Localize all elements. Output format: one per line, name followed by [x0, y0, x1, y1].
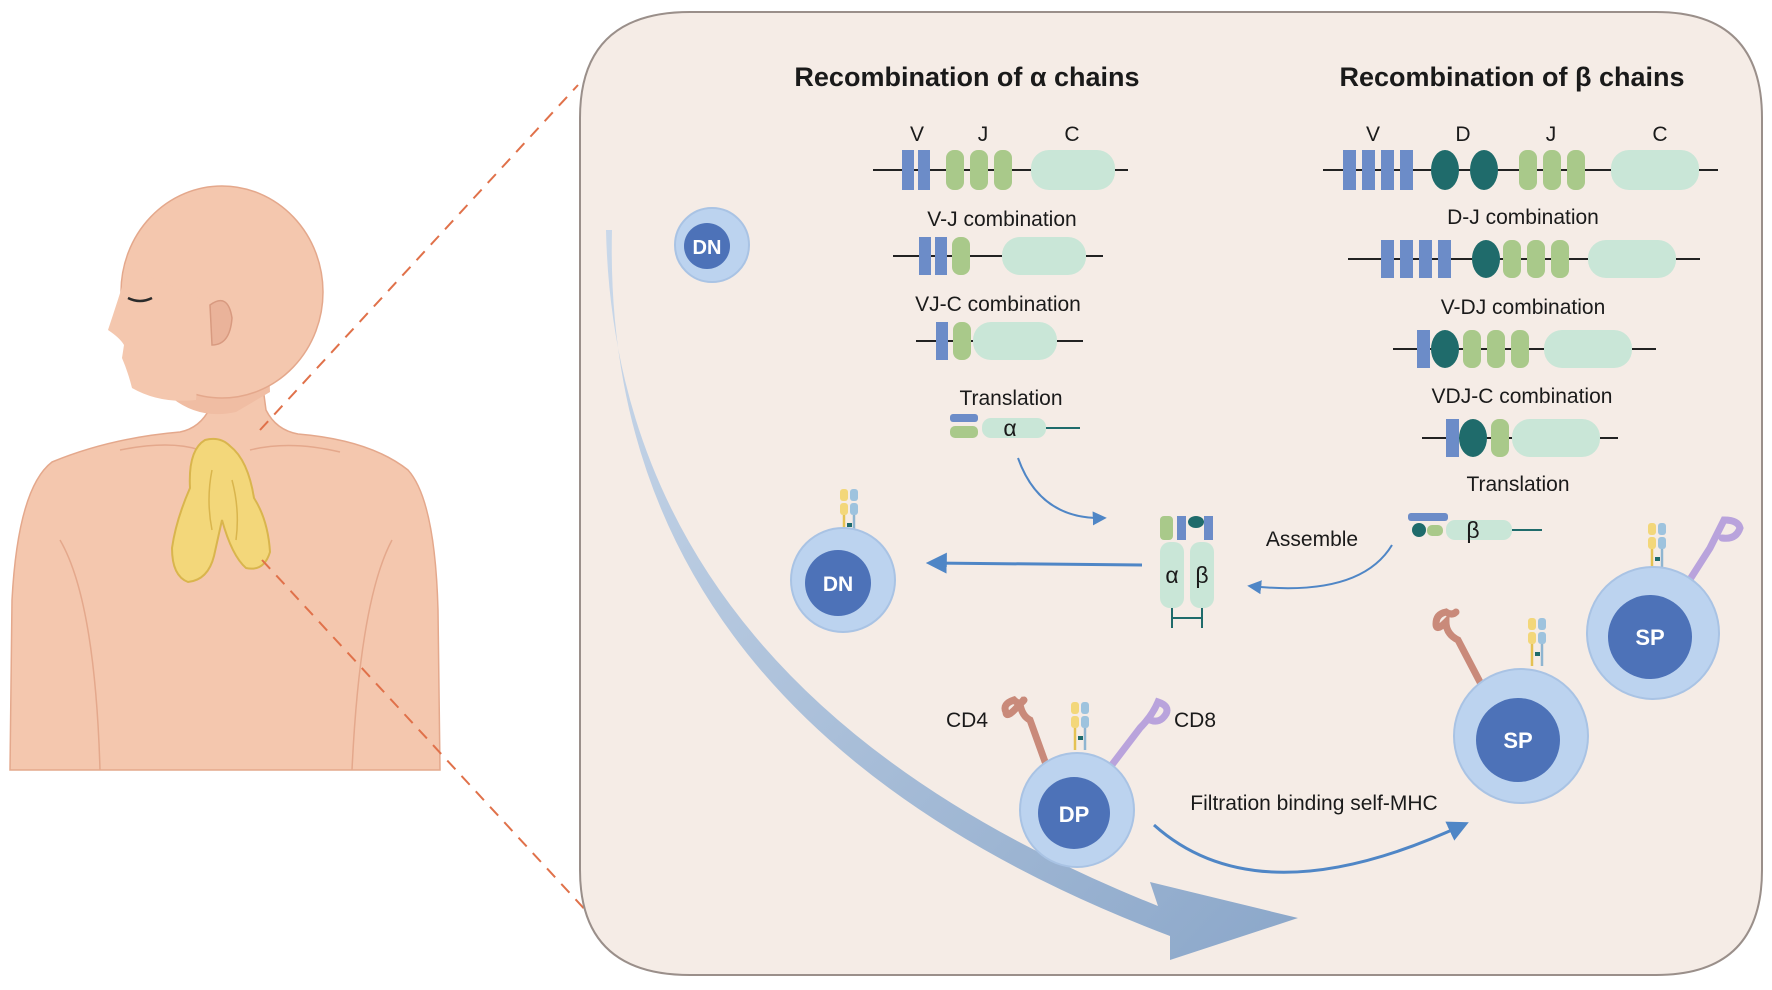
filtration-label: Filtration binding self-MHC — [1190, 792, 1437, 815]
beta-vdjc-gene — [1422, 419, 1618, 457]
alpha-c-label: C — [1064, 123, 1079, 146]
human-figure — [9, 185, 441, 771]
beta-step-vdjc: VDJ-C combination — [1432, 385, 1613, 408]
beta-c-label: C — [1652, 123, 1667, 146]
sp-cell-cd8 — [1586, 516, 1744, 700]
beta-to-receptor-arrow — [1247, 544, 1393, 595]
thymus-icon — [170, 437, 272, 584]
beta-step-dj: D-J combination — [1447, 206, 1599, 229]
alpha-title: Recombination of α chains — [794, 62, 1139, 92]
alpha-step-vjc: VJ-C combination — [915, 293, 1081, 316]
dp-cell-label: DP — [1059, 802, 1090, 827]
dn-cell-tcr — [790, 487, 896, 633]
alpha-v-label: V — [910, 123, 924, 146]
ear-icon — [209, 299, 233, 346]
beta-chain-protein — [1408, 513, 1542, 540]
receptor-to-dn-arrow — [925, 552, 1143, 574]
dp-to-sp-arrow — [1152, 821, 1469, 874]
zoom-line-bottom — [261, 559, 591, 916]
receptor-beta-label: β — [1195, 562, 1208, 588]
beta-v-label: V — [1366, 123, 1380, 146]
cd4-coreceptor-sp — [1432, 608, 1496, 709]
collarbone — [119, 444, 341, 453]
beta-dj-gene — [1348, 240, 1700, 278]
alpha-vj-gene — [893, 237, 1103, 275]
assembled-tcr — [1160, 516, 1214, 628]
sp-cell-cd4-label: SP — [1503, 728, 1532, 753]
assemble-label: Assemble — [1266, 528, 1358, 551]
alpha-j-label: J — [978, 123, 989, 146]
closed-eye-icon — [127, 296, 153, 303]
dn-cell-tcr-label: DN — [823, 573, 853, 596]
beta-vdj-gene — [1393, 330, 1656, 368]
sp-cell-cd4 — [1432, 608, 1589, 804]
alpha-chain-protein — [950, 414, 1080, 438]
beta-d-label: D — [1455, 123, 1470, 146]
alpha-chain-greek: α — [1003, 415, 1016, 441]
thymus-lobe-lines — [208, 469, 239, 541]
human-face — [108, 268, 204, 401]
dn-cell-small-label: DN — [693, 237, 722, 259]
alpha-vjc-gene — [916, 322, 1083, 360]
beta-title: Recombination of β chains — [1339, 62, 1684, 92]
cd8-coreceptor — [1104, 697, 1171, 774]
beta-step-vdj: V-DJ combination — [1441, 296, 1606, 319]
zoom-line-top — [259, 84, 579, 431]
shoulder-shading-right — [351, 539, 393, 771]
development-arrow — [606, 230, 1298, 960]
sp-cell-cd8-label: SP — [1635, 625, 1664, 650]
receptor-alpha-label: α — [1165, 562, 1178, 588]
dp-cell — [1001, 695, 1171, 868]
beta-j-label: J — [1546, 123, 1557, 146]
cd4-coreceptor — [1001, 695, 1052, 774]
beta-germline-gene — [1323, 150, 1718, 190]
dn-cell-small — [674, 207, 750, 283]
cd8-coreceptor-sp — [1676, 516, 1744, 599]
cd4-label: CD4 — [946, 709, 988, 732]
alpha-to-receptor-arrow — [1017, 457, 1107, 526]
alpha-germline-gene — [873, 150, 1128, 190]
beta-chain-greek: β — [1466, 517, 1479, 543]
cd8-label: CD8 — [1174, 709, 1216, 732]
alpha-step-vj: V-J combination — [927, 208, 1076, 231]
shoulder-shading — [59, 539, 101, 771]
alpha-step-translation: Translation — [959, 387, 1062, 410]
beta-step-translation: Translation — [1466, 473, 1569, 496]
